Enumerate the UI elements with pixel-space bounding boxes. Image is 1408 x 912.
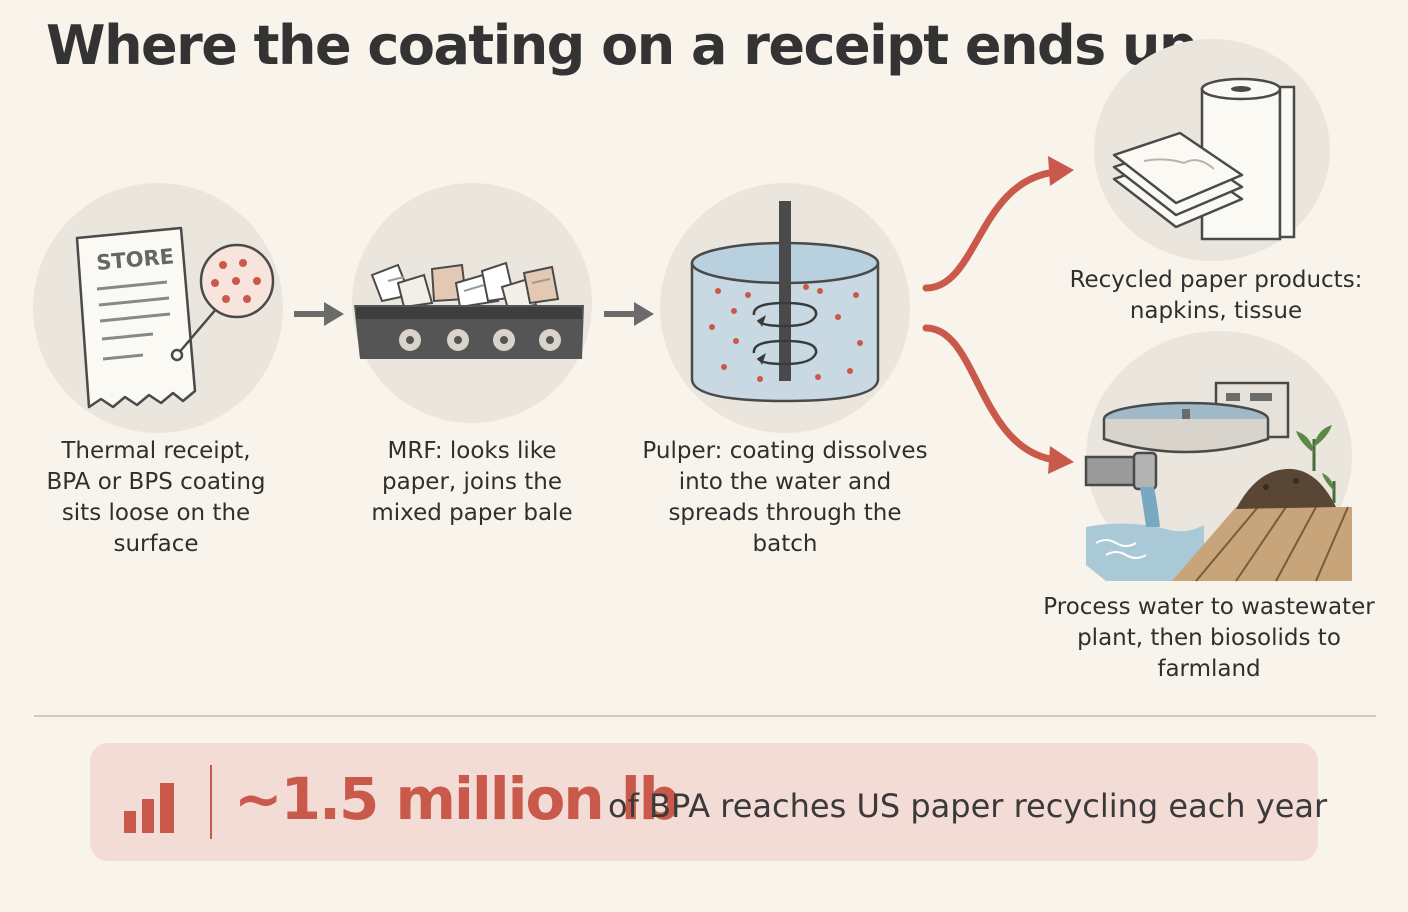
- pulper-caption: Pulper: coating dissolves into the water…: [642, 438, 928, 557]
- stat-text: of BPA reaches US paper recycling each y…: [608, 787, 1328, 825]
- receipt-icon: STORE: [75, 226, 275, 409]
- page-title: Where the coating on a receipt ends up: [46, 14, 1198, 77]
- bar-chart-icon: [124, 783, 174, 833]
- branch-arrows: [922, 156, 1074, 474]
- branch-arrow-down-icon: [922, 324, 1060, 464]
- arrow-right-icon: [294, 302, 344, 326]
- stat-value: ~1.5 million lb: [234, 765, 680, 833]
- mrf-caption: MRF: looks like paper, joins the mixed p…: [371, 438, 573, 526]
- paper-products-icon: [1112, 77, 1296, 241]
- receipt-caption: Thermal receipt, BPA or BPS coating sits…: [46, 438, 266, 557]
- branch-arrow-up-icon: [922, 168, 1060, 292]
- paper-products-caption: Recycled paper products: napkins, tissue: [1069, 267, 1363, 324]
- wastewater-farmland-icon: [1084, 381, 1352, 582]
- conveyor-icon: [354, 261, 584, 359]
- stat-banner: ~1.5 million lb of BPA reaches US paper …: [90, 743, 1327, 861]
- section-divider: [34, 715, 1376, 717]
- arrow-right-icon: [604, 302, 654, 326]
- wastewater-caption: Process water to wastewater plant, then …: [1043, 594, 1375, 682]
- banner-separator: [210, 765, 212, 839]
- pulper-tank-icon: [690, 201, 880, 403]
